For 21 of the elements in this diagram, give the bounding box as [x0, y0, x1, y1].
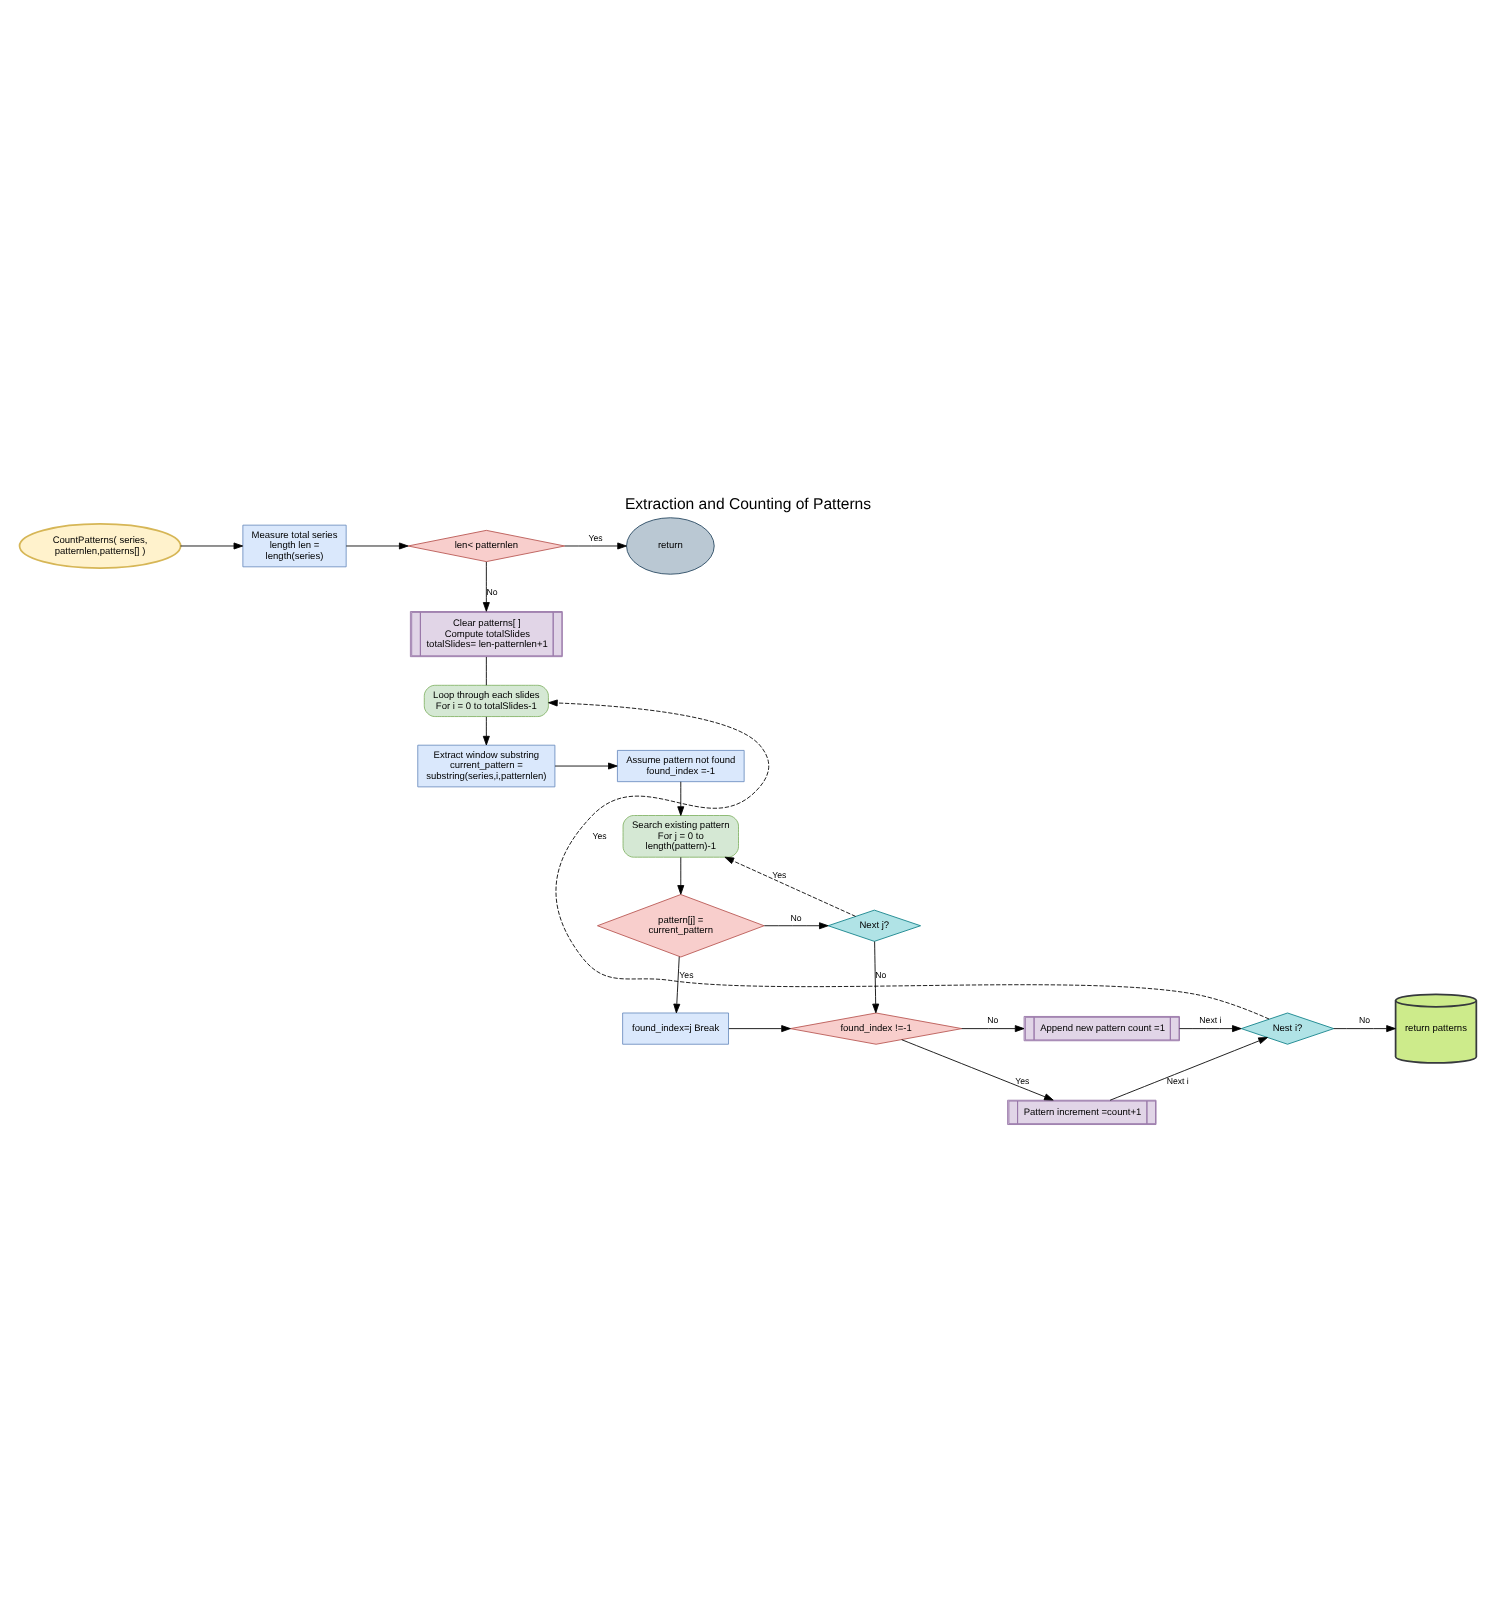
- arrow: [673, 955, 681, 1013]
- connector: [485, 655, 487, 685]
- arrow: [961, 1024, 1025, 1032]
- arrow: [482, 560, 490, 611]
- arrow: [548, 698, 1270, 1019]
- arrow: [1333, 1024, 1396, 1032]
- arrow: [724, 855, 856, 916]
- arrow: [1109, 1036, 1268, 1100]
- arrow: [564, 541, 627, 549]
- diagram-title: Extraction and Counting of Patterns: [624, 494, 872, 513]
- arrow: [482, 715, 490, 745]
- arrow: [728, 1024, 791, 1032]
- arrow: [901, 1038, 1054, 1100]
- arrow: [677, 855, 685, 894]
- arrow: [180, 541, 244, 549]
- arrow: [554, 761, 618, 769]
- arrow: [677, 780, 685, 815]
- arrow: [345, 541, 409, 549]
- arrow: [1179, 1024, 1242, 1032]
- arrow: [872, 940, 880, 1013]
- arrow: [763, 921, 829, 929]
